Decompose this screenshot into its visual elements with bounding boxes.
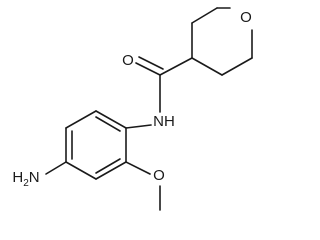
aryl-methoxy-bond (125, 161, 151, 175)
amine-n: N (29, 169, 40, 186)
aryl-amine-bond (45, 161, 67, 175)
amide-nh-label: NH (153, 113, 175, 130)
ring-bond (95, 161, 127, 180)
ring-bond (65, 161, 97, 180)
ring-bond (191, 7, 218, 24)
ring-bond (221, 57, 253, 76)
benzene-ring (65, 110, 127, 180)
aromatic-double-bond (95, 116, 121, 132)
amine-h: H (12, 169, 23, 186)
ring-oxygen-label: O (240, 9, 252, 26)
ring-bond (191, 57, 223, 76)
tetrahydropyran-ring (191, 7, 253, 76)
ring-carbonyl-bond (159, 57, 193, 76)
amine-label: H2N (12, 169, 39, 189)
ring-bond (95, 110, 127, 129)
ring-bond (65, 110, 97, 129)
nh-aryl-bond (125, 124, 152, 129)
carbonyl-oxygen-label: O (122, 52, 134, 69)
carbonyl-bond-line (135, 62, 161, 76)
methoxy-oxygen-label: O (153, 167, 165, 184)
aromatic-double-bond (95, 158, 121, 174)
molecule-structure-diagram: O O NH H2N O (12, 7, 253, 211)
carbonyl-double-bond (135, 56, 164, 76)
amine-subscript: 2 (23, 178, 29, 189)
carbonyl-bond-line (138, 56, 164, 70)
